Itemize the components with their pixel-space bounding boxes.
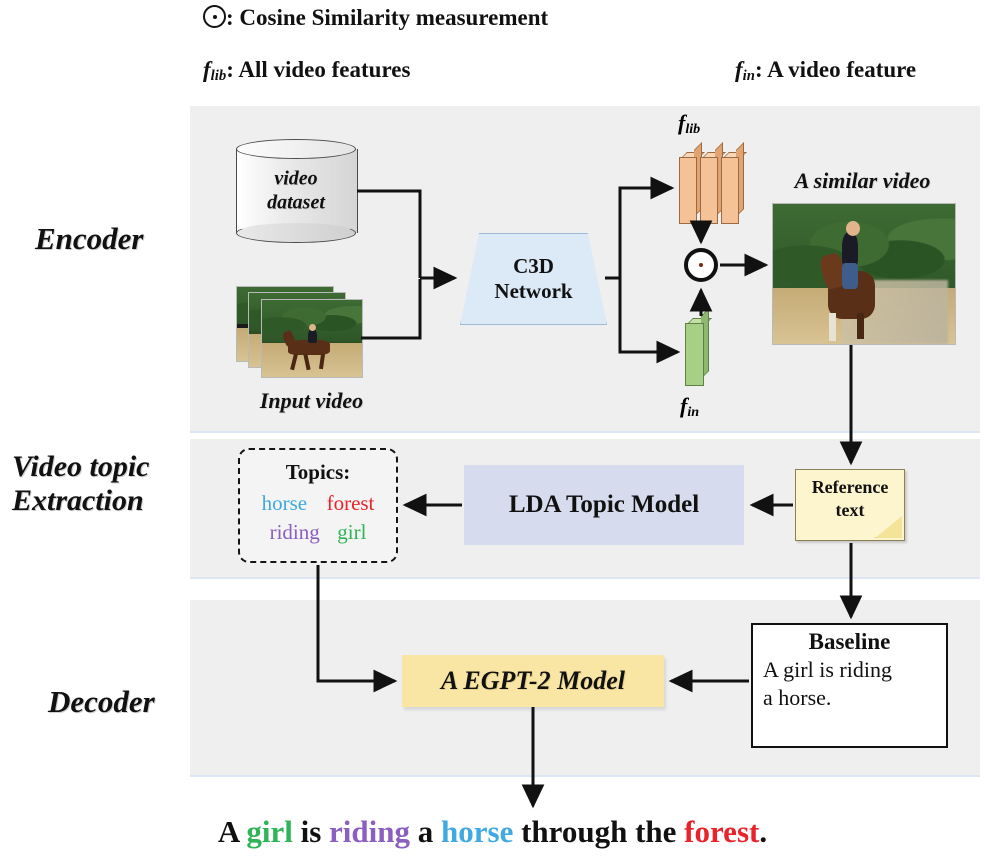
legend-flib: flib: All video features	[203, 57, 410, 85]
topics-row-2: riding girl	[240, 520, 396, 545]
fin-symbol: f	[680, 393, 688, 418]
photo-horse-leg	[856, 313, 864, 340]
similar-video-thumbnail	[772, 203, 956, 345]
baseline-line1: A girl is riding	[763, 657, 892, 682]
photo-rider-head	[845, 220, 860, 236]
c3d-network-line1: C3D	[513, 254, 554, 279]
flib-symbol: f	[678, 110, 686, 135]
baseline-box: Baseline A girl is riding a horse.	[751, 623, 948, 748]
input-video-frame-front	[261, 299, 363, 378]
caption-part: through the	[513, 814, 685, 849]
legend-fin: fin: A video feature	[735, 57, 916, 85]
legend-fin-symbol: f	[735, 57, 743, 82]
topics-box: Topics: horse forest riding girl	[238, 448, 398, 563]
caption-part: a	[410, 814, 441, 849]
c3d-network-node[interactable]: C3D Network	[460, 233, 607, 325]
cosine-similarity-operator	[684, 248, 718, 282]
legend-fin-label: : A video feature	[754, 57, 917, 82]
reference-text-line1: Reference	[811, 477, 889, 497]
bar-front-face	[700, 157, 718, 224]
topic-word-horse: horse	[261, 491, 308, 515]
fin-label: fin	[680, 393, 699, 421]
topics-title: Topics:	[285, 460, 351, 484]
reference-text-label: Reference text	[796, 476, 904, 521]
bar-front-face	[685, 323, 704, 386]
caption-part-forest: forest	[684, 814, 760, 849]
frame-rider-head	[309, 323, 316, 331]
topics-row-1: horse forest	[240, 491, 396, 516]
flib-label: flib	[678, 110, 700, 138]
flib-bar	[721, 142, 747, 224]
egpt2-model-node[interactable]: A EGPT-2 Model	[402, 655, 664, 707]
stage-label-video-topic-extraction: Video topic Extraction	[12, 450, 150, 517]
c3d-network-line2: Network	[494, 279, 573, 303]
baseline-line2: a horse.	[763, 685, 832, 710]
frame-horse-body	[288, 340, 330, 356]
legend-fin-subscript: in	[742, 68, 755, 85]
legend-cosine: : Cosine Similarity measurement	[203, 5, 548, 31]
caption-part: A	[217, 814, 247, 849]
cylinder-bottom	[236, 223, 356, 243]
reference-text-line2: text	[835, 499, 865, 520]
legend-cosine-label: : Cosine Similarity measurement	[226, 5, 549, 30]
legend-flib-label: : All video features	[226, 57, 411, 82]
fin-subscript: in	[687, 404, 700, 421]
legend-flib-subscript: lib	[210, 68, 227, 85]
topic-word-girl: girl	[337, 520, 367, 544]
cylinder-top	[236, 139, 356, 159]
flib-subscript: lib	[685, 121, 701, 138]
stage-label-topic-line1: Video topic	[12, 450, 150, 483]
caption-part-girl: girl	[246, 814, 293, 849]
video-dataset-line1: video	[274, 167, 318, 190]
cylinder-body	[236, 149, 358, 233]
flib-bar	[679, 142, 705, 224]
bar-front-face	[679, 157, 697, 224]
video-dataset-line2: dataset	[267, 191, 325, 213]
legend-flib-symbol: f	[203, 57, 211, 82]
egpt2-model-label: A EGPT-2 Model	[441, 666, 625, 695]
stage-label-topic-line2: Extraction	[12, 483, 144, 517]
photo-horse-leg	[829, 313, 837, 342]
baseline-title: Baseline	[808, 629, 891, 654]
similar-video-label: A similar video	[794, 168, 931, 193]
topic-word-forest: forest	[326, 491, 375, 515]
frame-rider	[308, 329, 317, 344]
caption-part-riding: riding	[329, 814, 410, 849]
stage-label-encoder: Encoder	[35, 221, 144, 256]
flib-bar	[700, 142, 726, 224]
photo-rider-torso	[842, 232, 859, 266]
input-video-label: Input video	[259, 388, 364, 413]
final-caption: A girl is riding a horse through the for…	[0, 814, 985, 850]
caption-part: .	[759, 814, 768, 849]
dot-circle-icon	[203, 5, 226, 28]
lda-topic-model-node[interactable]: LDA Topic Model	[464, 465, 744, 545]
lda-topic-model-label: LDA Topic Model	[508, 491, 700, 518]
reference-text-note: Reference text	[795, 469, 905, 541]
video-dataset-cylinder: video dataset	[236, 139, 358, 243]
stage-label-decoder: Decoder	[48, 684, 155, 719]
bar-front-face	[721, 157, 739, 224]
caption-part-horse: horse	[441, 814, 514, 849]
photo-rider-jeans	[842, 262, 859, 289]
video-dataset-label: video dataset	[236, 167, 356, 214]
fin-bar	[685, 308, 712, 386]
topic-word-riding: riding	[269, 520, 320, 544]
caption-part: is	[292, 814, 330, 849]
